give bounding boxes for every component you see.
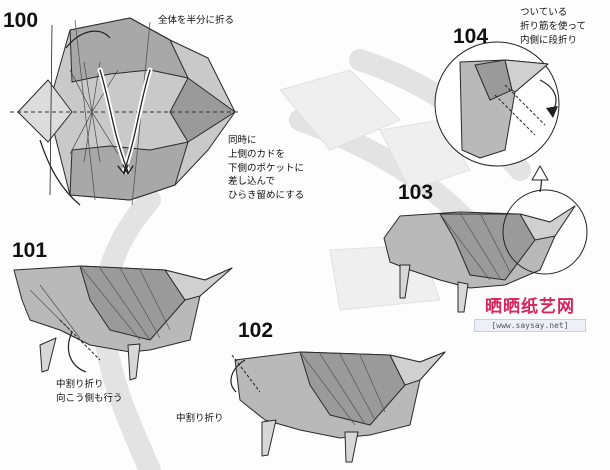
step-100-edge-line xyxy=(49,24,53,196)
step-100-left-arrow xyxy=(39,139,81,206)
step-102-back-leg xyxy=(344,431,359,463)
note-inside-reverse-both-line-1: 中割り折り xyxy=(56,379,104,390)
step-103-up-arrow-head xyxy=(531,165,549,181)
step-101-diagram xyxy=(13,265,233,381)
step-104-diagram xyxy=(434,41,560,167)
step-104-fold-line-2 xyxy=(504,84,546,126)
step-103-focus-circle xyxy=(502,189,588,275)
step-100-diagram xyxy=(10,17,240,206)
note-inside-reverse-both-line-2: 向こう側も行う xyxy=(56,392,123,404)
note-simultaneous: 同時に 上側のカドを 下側のポケットに 差し込んで ひらき留めにする xyxy=(228,134,304,203)
step-100-right-point xyxy=(169,77,236,143)
step-102-fold-line xyxy=(231,354,261,393)
step-100-left-point xyxy=(17,79,73,143)
note-simultaneous-line-3: 下側のポケットに xyxy=(228,162,305,174)
note-simultaneous-line-4: 差し込んで xyxy=(228,176,276,188)
step-number-104: 104 xyxy=(453,25,489,48)
note-simultaneous-line-5: ひらき留めにする xyxy=(228,190,305,202)
step-100-tuck-arrows xyxy=(99,69,151,175)
watermark-logo: 晒晒纸艺网 xyxy=(485,297,575,317)
step-104-fold-line xyxy=(494,94,536,136)
step-102-front-leg xyxy=(261,419,277,457)
note-fold-half: 全体を半分に折る xyxy=(158,15,235,26)
step-101-creases xyxy=(29,265,171,341)
note-inside-reverse-both: 中割り折り 向こう側も行う xyxy=(56,378,123,406)
step-number-102: 102 xyxy=(238,319,274,342)
note-use-creases: ついている 折り筋を使って 内側に段折り xyxy=(520,6,586,47)
step-102-arrow xyxy=(230,359,246,393)
step-101-front-leg xyxy=(39,337,57,373)
step-104-snout xyxy=(504,59,549,93)
step-103-front-leg xyxy=(399,264,411,299)
note-simultaneous-line-1: 同時に xyxy=(228,135,257,146)
step-102-creases xyxy=(299,351,386,426)
step-102-diagram xyxy=(230,351,446,463)
note-inside-reverse: 中割り折り xyxy=(176,413,224,424)
note-use-creases-line-2: 折り筋を使って xyxy=(520,20,587,32)
note-use-creases-line-3: 内側に段折り xyxy=(520,34,578,46)
step-100-crease xyxy=(74,19,96,201)
step-103-diagram xyxy=(383,165,588,313)
step-number-103: 103 xyxy=(398,181,434,204)
watermark-url: [www.saysay.net] xyxy=(474,318,586,332)
step-103-head xyxy=(519,205,576,241)
step-number-101: 101 xyxy=(12,239,48,262)
step-100-fold-half-arrow xyxy=(65,30,111,49)
step-103-creases xyxy=(439,212,511,281)
step-100-fan-lines xyxy=(69,61,119,163)
step-101-fold-line xyxy=(59,319,101,361)
step-number-100: 100 xyxy=(3,9,39,32)
note-simultaneous-line-2: 上側のカドを xyxy=(228,148,286,160)
step-101-head xyxy=(164,267,233,301)
site-watermark: 晒晒纸艺网 [www.saysay.net] xyxy=(474,298,586,332)
step-103-back-leg xyxy=(457,281,469,313)
step-101-back-leg xyxy=(127,343,141,381)
step-102-head xyxy=(389,351,446,386)
step-101-arrow xyxy=(67,331,87,373)
note-use-creases-line-1: ついている xyxy=(520,7,568,18)
step-104-arrow-head xyxy=(546,106,558,118)
